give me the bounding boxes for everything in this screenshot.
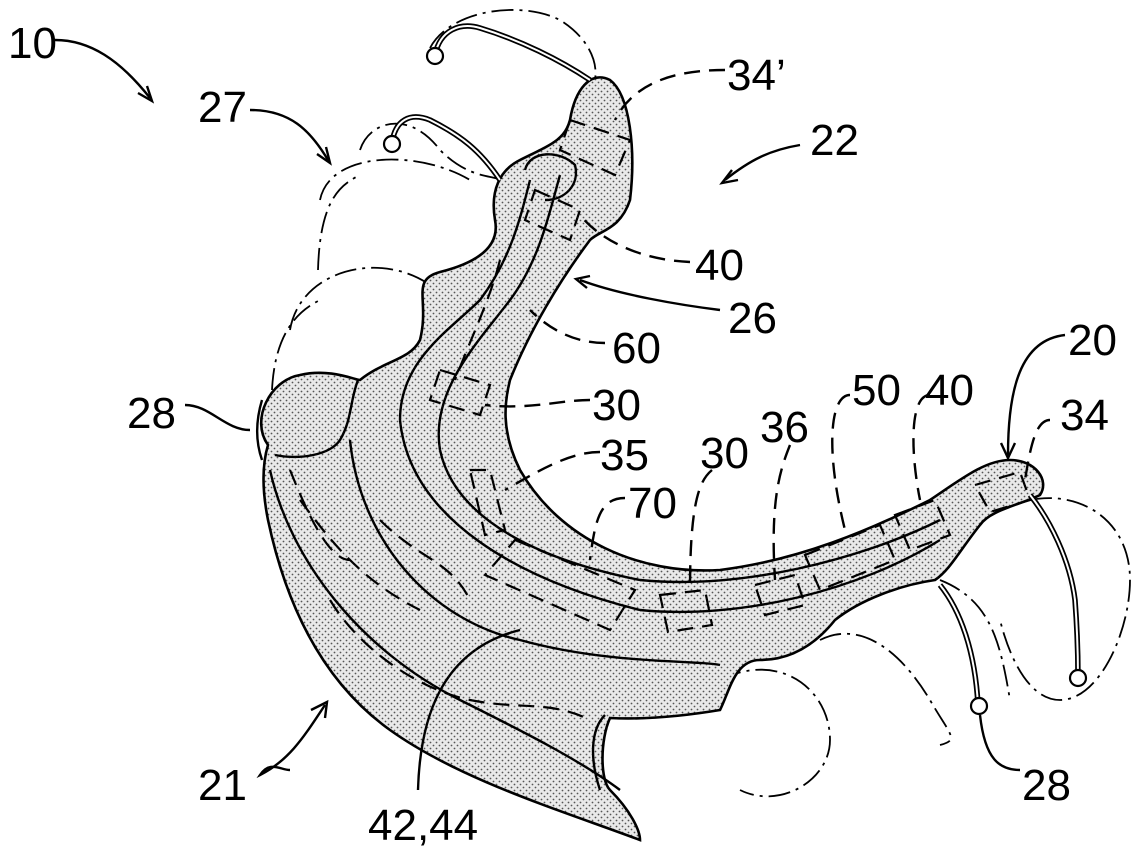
label-70: 70 bbox=[628, 479, 677, 528]
wire-end-icon bbox=[971, 698, 987, 714]
wire-end-icon bbox=[1070, 670, 1086, 686]
label-34: 34 bbox=[1060, 391, 1109, 440]
label-28-right: 28 bbox=[1022, 761, 1071, 810]
label-35: 35 bbox=[600, 431, 649, 480]
wire-end-icon bbox=[384, 136, 400, 152]
label-21: 21 bbox=[198, 761, 247, 810]
label-10: 10 bbox=[8, 19, 57, 68]
label-50: 50 bbox=[852, 366, 901, 415]
label-30-lower: 30 bbox=[700, 429, 749, 478]
label-27: 27 bbox=[198, 83, 247, 132]
label-60: 60 bbox=[612, 324, 661, 373]
mouthpiece-body bbox=[261, 77, 1043, 840]
label-30-upper: 30 bbox=[592, 381, 641, 430]
label-34-prime: 34’ bbox=[727, 51, 786, 100]
label-40-upper: 40 bbox=[695, 241, 744, 290]
label-28-left: 28 bbox=[127, 389, 176, 438]
label-36: 36 bbox=[760, 403, 809, 452]
label-22: 22 bbox=[810, 116, 859, 165]
wire-end-icon bbox=[427, 48, 443, 64]
label-40-lower: 40 bbox=[925, 366, 974, 415]
label-26: 26 bbox=[728, 294, 777, 343]
label-20: 20 bbox=[1068, 316, 1117, 365]
label-42-44: 42,44 bbox=[368, 801, 478, 850]
